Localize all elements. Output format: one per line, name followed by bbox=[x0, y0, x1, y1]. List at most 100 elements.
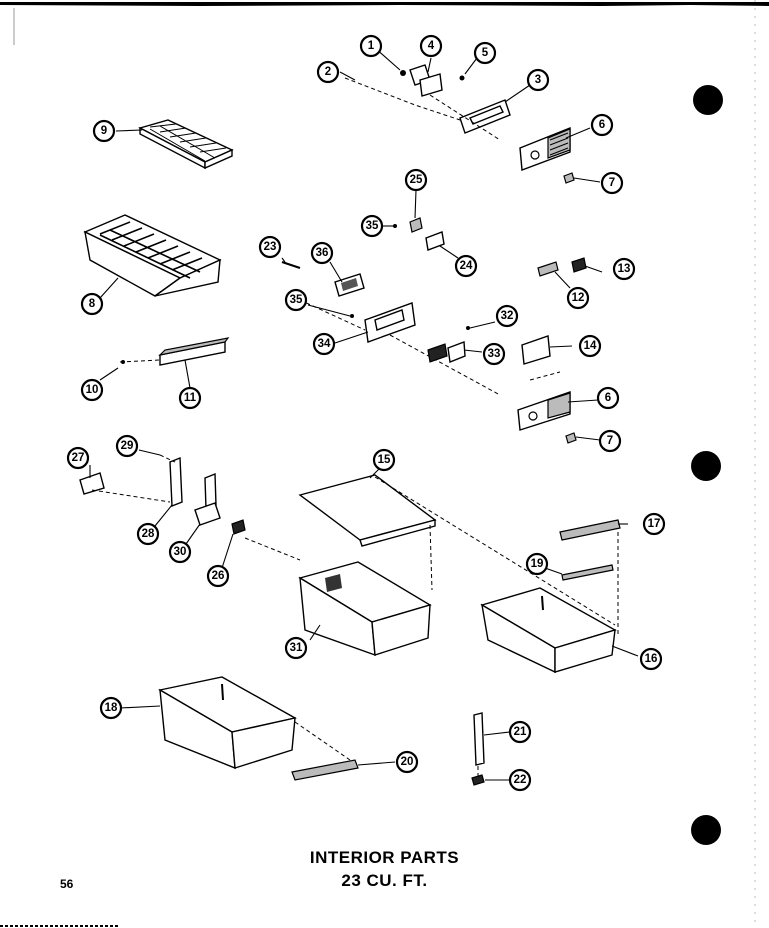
callout-35-upper: 35 bbox=[360, 214, 384, 238]
control-bracket-part bbox=[400, 64, 511, 134]
callout-35-lower: 35 bbox=[284, 288, 308, 312]
svg-text:29: 29 bbox=[121, 440, 134, 452]
svg-text:33: 33 bbox=[488, 348, 501, 360]
callout-15: 15 bbox=[372, 448, 396, 472]
freezer-control-panel-part bbox=[517, 391, 571, 431]
callout-9: 9 bbox=[92, 119, 116, 143]
svg-text:18: 18 bbox=[105, 702, 118, 714]
callout-12: 12 bbox=[566, 286, 590, 310]
callout-34: 34 bbox=[312, 332, 336, 356]
svg-text:16: 16 bbox=[645, 653, 658, 665]
callout-10: 10 bbox=[80, 378, 104, 402]
svg-text:28: 28 bbox=[142, 528, 155, 540]
switch-33-part bbox=[427, 341, 466, 363]
callout-26: 26 bbox=[206, 564, 230, 588]
handle-17-part bbox=[559, 519, 621, 541]
svg-text:35: 35 bbox=[366, 220, 379, 232]
callout-1: 1 bbox=[359, 34, 383, 58]
svg-text:8: 8 bbox=[89, 298, 96, 310]
post-21-part bbox=[473, 712, 485, 766]
svg-text:35: 35 bbox=[290, 294, 303, 306]
clip-27-part bbox=[79, 472, 105, 495]
callout-6-lower: 6 bbox=[596, 386, 620, 410]
svg-text:34: 34 bbox=[318, 338, 331, 350]
svg-text:27: 27 bbox=[72, 452, 85, 464]
track-bracket-30-part bbox=[194, 472, 221, 526]
svg-text:5: 5 bbox=[482, 47, 489, 59]
scan-top-edge bbox=[0, 2, 769, 6]
callout-8-left: 8 bbox=[80, 292, 104, 316]
knob-7-upper bbox=[563, 172, 575, 184]
callout-27: 27 bbox=[66, 446, 90, 470]
bulb-12 bbox=[537, 261, 559, 277]
callout-13: 13 bbox=[612, 257, 636, 281]
cover-14-part bbox=[521, 335, 551, 365]
socket-13 bbox=[571, 257, 587, 273]
callout-23: 23 bbox=[258, 235, 282, 259]
ice-tray-part bbox=[138, 119, 234, 170]
svg-text:1: 1 bbox=[368, 40, 375, 52]
svg-text:14: 14 bbox=[584, 340, 597, 352]
svg-text:7: 7 bbox=[607, 435, 613, 447]
handle-20-part bbox=[291, 759, 359, 781]
binder-hole-top bbox=[693, 85, 723, 115]
shelf-rail-part bbox=[158, 337, 230, 366]
svg-text:13: 13 bbox=[618, 263, 631, 275]
track-bracket-28-part bbox=[169, 456, 183, 508]
svg-text:9: 9 bbox=[101, 125, 107, 137]
svg-text:2: 2 bbox=[325, 66, 331, 78]
callout-33: 33 bbox=[482, 342, 506, 366]
callout-18: 18 bbox=[99, 696, 123, 720]
svg-text:10: 10 bbox=[86, 384, 99, 396]
callout-30: 30 bbox=[168, 540, 192, 564]
screw-10 bbox=[121, 360, 125, 364]
callout-24: 24 bbox=[454, 254, 478, 278]
svg-text:4: 4 bbox=[428, 40, 435, 52]
callout-28: 28 bbox=[136, 522, 160, 546]
page-title-line-2: 23 CU. FT. bbox=[341, 871, 428, 890]
svg-text:23: 23 bbox=[264, 241, 277, 253]
temperature-control-panel-part bbox=[519, 126, 571, 171]
svg-text:25: 25 bbox=[410, 174, 423, 186]
freezer-control-housing-part bbox=[364, 302, 416, 343]
svg-text:20: 20 bbox=[401, 756, 414, 768]
svg-text:19: 19 bbox=[531, 558, 544, 570]
svg-text:31: 31 bbox=[290, 642, 303, 654]
callout-31: 31 bbox=[284, 636, 308, 660]
page-title-line-1: INTERIOR PARTS bbox=[309, 848, 460, 867]
callout-21: 21 bbox=[508, 720, 532, 744]
binder-hole-middle bbox=[691, 451, 721, 481]
svg-text:17: 17 bbox=[648, 518, 661, 530]
callout-2: 2 bbox=[316, 60, 340, 84]
roller-26 bbox=[231, 519, 246, 535]
svg-text:7: 7 bbox=[609, 177, 615, 189]
svg-text:36: 36 bbox=[316, 247, 329, 259]
svg-text:6: 6 bbox=[605, 392, 611, 404]
svg-text:21: 21 bbox=[514, 726, 527, 738]
callout-7-upper: 7 bbox=[600, 171, 624, 195]
callout-14: 14 bbox=[578, 334, 602, 358]
meat-pan-31-part bbox=[298, 561, 432, 657]
callout-32: 32 bbox=[495, 304, 519, 328]
pivot-block-25 bbox=[409, 217, 423, 233]
svg-text:15: 15 bbox=[378, 454, 391, 466]
svg-text:32: 32 bbox=[501, 310, 514, 322]
callout-4: 4 bbox=[419, 34, 443, 58]
svg-text:12: 12 bbox=[572, 292, 585, 304]
svg-text:26: 26 bbox=[212, 570, 225, 582]
svg-text:24: 24 bbox=[460, 260, 473, 272]
callout-3: 3 bbox=[526, 68, 550, 92]
svg-text:22: 22 bbox=[514, 774, 527, 786]
svg-text:30: 30 bbox=[174, 546, 187, 558]
bracket-24 bbox=[425, 231, 445, 251]
knob-7-lower bbox=[565, 432, 577, 444]
cap-22-part bbox=[471, 774, 485, 786]
leader-lines bbox=[89, 47, 639, 781]
callout-17: 17 bbox=[642, 512, 666, 536]
ice-server-part bbox=[83, 214, 222, 297]
trim-19-part bbox=[561, 564, 614, 581]
page-number: 56 bbox=[60, 877, 74, 891]
svg-text:3: 3 bbox=[535, 74, 541, 86]
callout-5: 5 bbox=[473, 41, 497, 65]
